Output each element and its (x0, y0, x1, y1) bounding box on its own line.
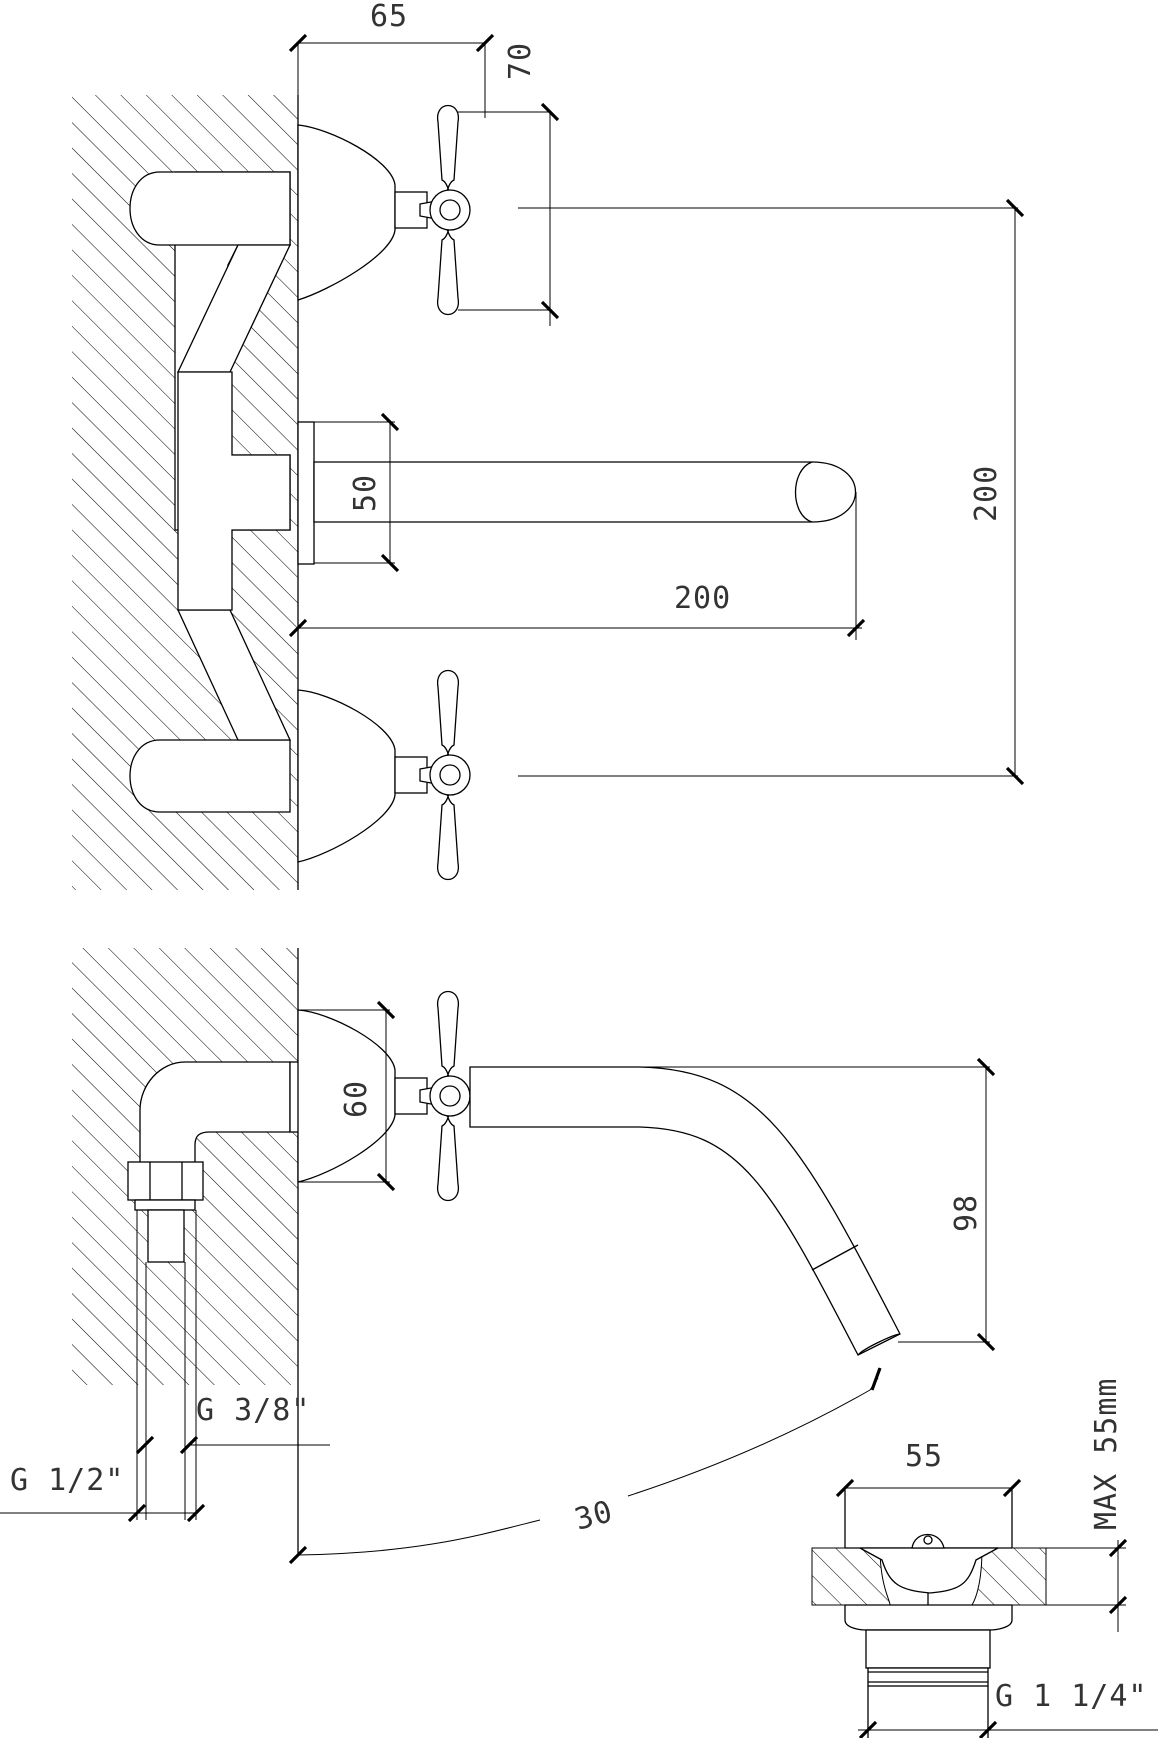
spout-front (313, 461, 857, 523)
dim-rosette-height: 60 (339, 1080, 374, 1118)
side-cross-handle-icon[interactable] (419, 990, 471, 1202)
dim-spout-drop: 98 (949, 1194, 984, 1232)
dim-spout-length: 200 (674, 581, 731, 616)
upper-rosette (297, 124, 396, 301)
wall-body-center (177, 371, 291, 611)
side-view: G 3/8" G 1/2" 60 98 3 (0, 948, 996, 1565)
drain-bowl (859, 1547, 999, 1594)
wall-body-lower (129, 739, 291, 813)
lower-rosette (297, 689, 396, 863)
lower-cross-handle-icon[interactable] (419, 669, 471, 881)
thread-inlet-small: G 3/8" (196, 1393, 310, 1428)
hex-nut (127, 1161, 204, 1201)
thread-inlet-large: G 1/2" (10, 1463, 124, 1498)
drain-thread-outlet: G 1 1/4" (995, 1679, 1148, 1714)
dim-center-distance: 200 (969, 465, 1004, 522)
dim-handle-offset: 65 (370, 0, 408, 34)
wall-body-upper (129, 171, 291, 246)
front-view: 65 70 200 50 200 (72, 0, 1025, 890)
dim-handle-span: 70 (503, 42, 538, 80)
drain-detail: 55 MAX 55mm G 1 1/4" (811, 1378, 1158, 1738)
dim-spout-height: 50 (348, 474, 383, 512)
dim-swivel-angle: 30 (571, 1494, 617, 1538)
side-rosette (297, 1009, 396, 1183)
drain-dim-max-thickness: MAX 55mm (1089, 1378, 1124, 1531)
spout-flange (297, 421, 315, 565)
drain-thread (867, 1667, 989, 1687)
drain-flange (844, 1604, 1013, 1631)
upper-cross-handle-icon[interactable] (419, 104, 471, 316)
side-curved-spout (469, 1066, 901, 1356)
drain-dim-width: 55 (905, 1439, 943, 1474)
